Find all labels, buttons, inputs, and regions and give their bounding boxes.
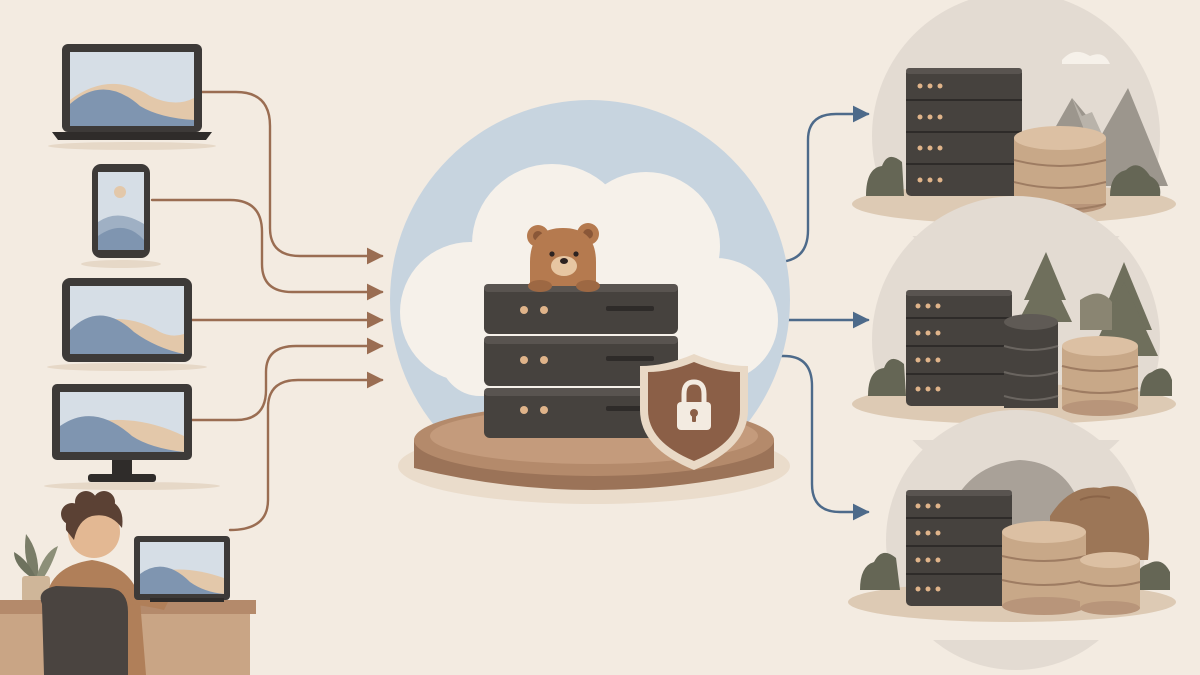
tablet-screen xyxy=(70,286,184,354)
desktop-monitor-device xyxy=(44,384,220,490)
bear-mascot xyxy=(527,223,600,292)
tablet-device xyxy=(47,278,207,371)
storage-drum-3a xyxy=(1001,521,1087,615)
person-at-laptop xyxy=(0,491,256,675)
storage-drum-2 xyxy=(1061,336,1139,416)
arrow-hub-to-datacenter-1 xyxy=(732,105,870,264)
cloud-hub xyxy=(390,100,790,504)
laptop-screen xyxy=(70,52,194,126)
disk-stack-2 xyxy=(1003,314,1059,408)
arrow-hub-to-datacenter-3 xyxy=(762,354,870,521)
laptop-device xyxy=(48,44,216,150)
arrow-laptop-to-hub xyxy=(198,90,384,265)
outbound-connections xyxy=(732,105,870,521)
arrow-person-to-hub xyxy=(228,371,384,532)
rack-3 xyxy=(906,490,1012,606)
monitor-screen xyxy=(60,392,184,452)
smartphone-device xyxy=(81,164,161,268)
server-unit-2 xyxy=(484,336,678,386)
lock-shield-icon xyxy=(640,354,748,470)
arrow-phone-to-hub xyxy=(150,198,384,301)
datacenter-forest xyxy=(852,196,1176,484)
arrow-monitor-to-hub xyxy=(190,337,384,422)
central-server-stack xyxy=(484,284,678,438)
storage-drum-3b xyxy=(1079,552,1141,615)
potted-plant xyxy=(14,534,58,602)
rack-1 xyxy=(906,68,1022,196)
rack-2 xyxy=(906,290,1012,406)
inbound-connections xyxy=(150,90,384,532)
datacenter-rocks xyxy=(848,410,1176,670)
person-laptop-screen xyxy=(140,542,224,594)
server-unit-1 xyxy=(484,284,678,334)
phone-screen xyxy=(98,172,144,250)
server-unit-3 xyxy=(484,388,678,438)
